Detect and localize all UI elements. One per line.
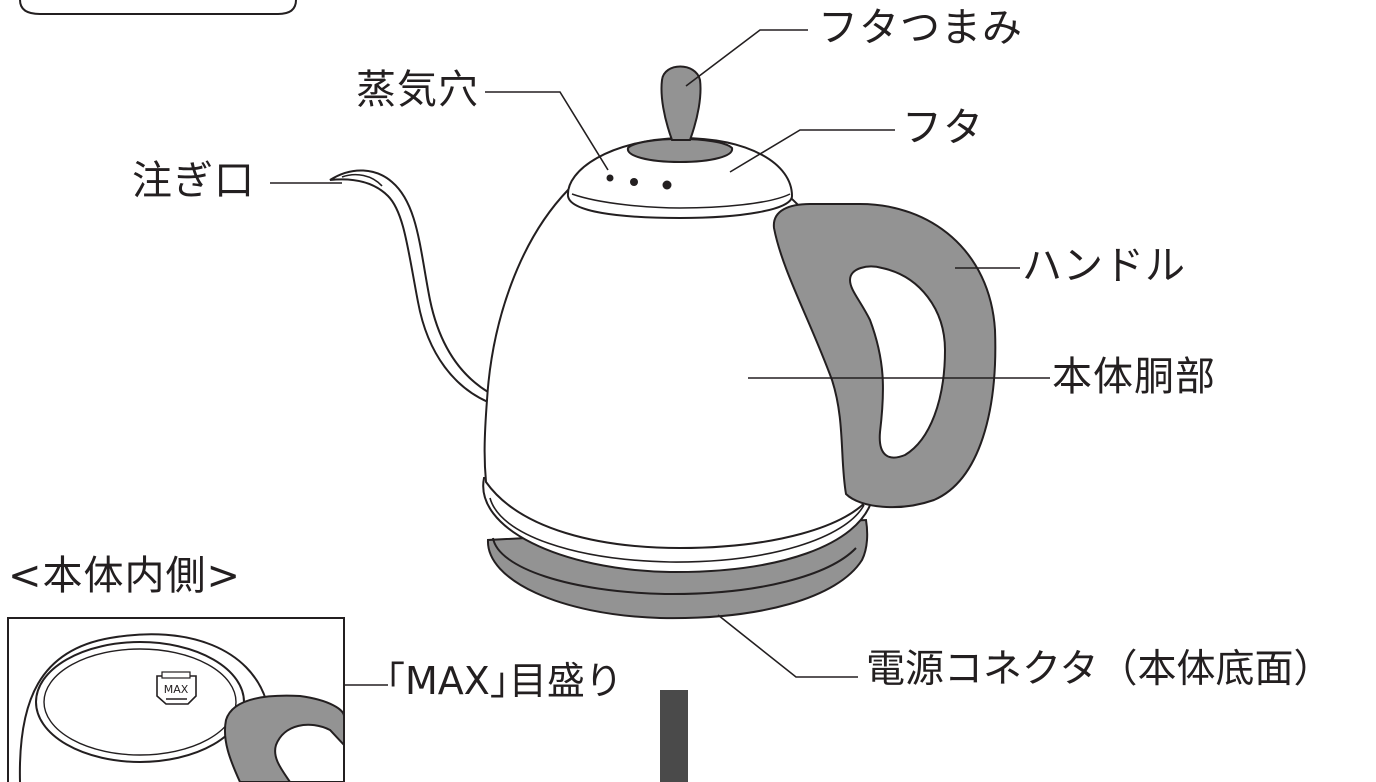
label-handle: ハンドル <box>1022 243 1186 289</box>
label-lid-knob: フタつまみ <box>818 5 1023 51</box>
dark-bar <box>660 690 688 782</box>
label-max-mark: ｢MAX｣目盛り <box>386 659 623 703</box>
leader-power-connector <box>717 614 858 678</box>
max-mark-plate <box>156 675 197 705</box>
leader-steam-vent <box>485 91 609 171</box>
label-power-connector: 電源コネクタ（本体底面） <box>866 647 1333 692</box>
lid-knob <box>660 65 702 141</box>
label-inside-title: <本体内側> <box>8 553 242 599</box>
body-ring-inner <box>489 497 865 563</box>
steam-hole-3 <box>662 180 672 190</box>
label-steam-vent: 蒸気穴 <box>356 67 479 113</box>
leader-lid-knob <box>685 29 808 87</box>
max-mark-text: MAX <box>164 683 189 696</box>
label-spout: 注ぎ口 <box>132 158 255 204</box>
handle <box>772 203 997 509</box>
lid-knob-base <box>627 138 733 164</box>
steam-hole-2 <box>630 178 638 186</box>
steam-hole-1 <box>606 174 614 182</box>
inset-handle <box>224 694 345 782</box>
label-body: 本体胴部 <box>1052 354 1216 400</box>
spout <box>329 169 489 404</box>
lid <box>566 65 794 220</box>
title-frame-fragment <box>19 0 297 15</box>
label-lid: フタ <box>902 105 984 151</box>
inside-inset: MAX <box>7 617 345 782</box>
leader-lid <box>729 129 895 173</box>
